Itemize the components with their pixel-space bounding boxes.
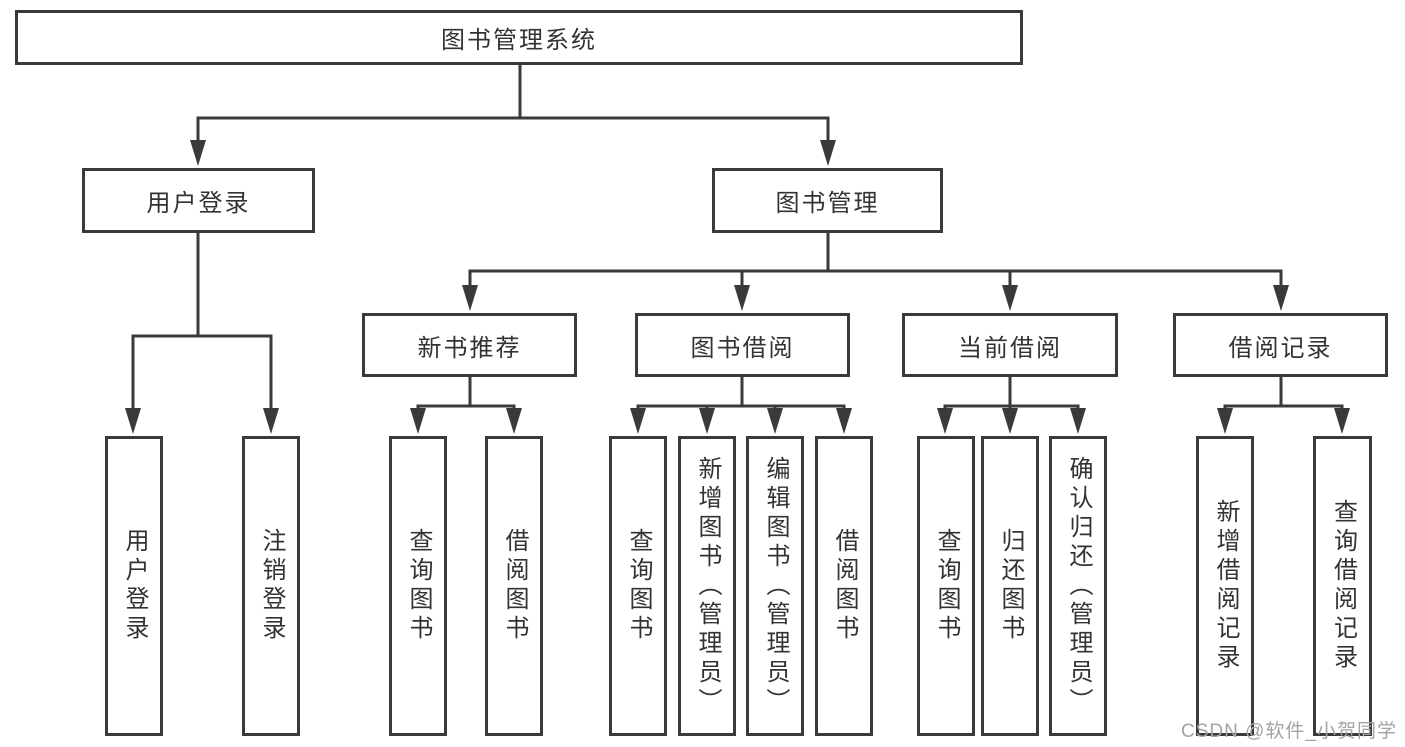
- leaf-query-books-borrow: 查询图书: [609, 436, 667, 736]
- csdn-watermark: CSDN @软件_小贺同学: [1181, 721, 1397, 742]
- leaf-query-books-recommend-label: 查询图书: [405, 528, 432, 644]
- leaf-query-borrow-record: 查询借阅记录: [1313, 436, 1372, 736]
- leaf-query-books-recommend: 查询图书: [389, 436, 447, 736]
- leaf-query-books-current-label: 查询图书: [933, 528, 960, 644]
- leaf-edit-books-admin: 编辑图书（管理员）: [746, 436, 804, 736]
- leaf-confirm-return-admin: 确认归还（管理员）: [1049, 436, 1107, 736]
- leaf-user-login-label: 用户登录: [121, 528, 148, 644]
- leaf-user-login: 用户登录: [105, 436, 163, 736]
- leaf-add-books-admin-label: 新增图书（管理员）: [694, 455, 721, 717]
- arrowheads: [125, 140, 1350, 434]
- leaf-add-books-admin: 新增图书（管理员）: [678, 436, 736, 736]
- leaf-add-borrow-record-label: 新增借阅记录: [1212, 499, 1239, 673]
- node-root-system: 图书管理系统: [15, 10, 1023, 65]
- leaf-query-borrow-record-label: 查询借阅记录: [1329, 499, 1357, 673]
- leaf-borrow-books-recommend-label: 借阅图书: [501, 528, 528, 644]
- leaf-borrow-books-label: 借阅图书: [831, 528, 858, 644]
- node-user-login: 用户登录: [82, 168, 315, 233]
- leaf-query-books-borrow-label: 查询图书: [625, 528, 652, 644]
- leaf-add-borrow-record: 新增借阅记录: [1196, 436, 1254, 736]
- leaf-logout-label: 注销登录: [258, 528, 285, 644]
- leaf-query-books-current: 查询图书: [917, 436, 975, 736]
- leaf-return-books: 归还图书: [981, 436, 1039, 736]
- node-book-management-label: 图书管理: [775, 190, 880, 217]
- leaf-edit-books-admin-label: 编辑图书（管理员）: [762, 455, 789, 717]
- node-book-management: 图书管理: [712, 168, 943, 233]
- leaf-borrow-books-recommend: 借阅图书: [485, 436, 543, 736]
- node-borrow-records-label: 借阅记录: [1228, 334, 1333, 362]
- node-book-borrow: 图书借阅: [635, 313, 850, 377]
- node-current-borrow-label: 当前借阅: [958, 334, 1062, 362]
- node-root-label: 图书管理系统: [441, 27, 597, 54]
- node-user-login-label: 用户登录: [146, 190, 251, 217]
- node-new-book-recommend-label: 新书推荐: [417, 334, 522, 362]
- leaf-borrow-books: 借阅图书: [815, 436, 873, 736]
- leaf-logout: 注销登录: [242, 436, 300, 736]
- node-current-borrow: 当前借阅: [902, 313, 1118, 377]
- leaf-confirm-return-admin-label: 确认归还（管理员）: [1065, 455, 1092, 717]
- node-book-borrow-label: 图书借阅: [690, 334, 795, 362]
- leaf-return-books-label: 归还图书: [997, 528, 1024, 644]
- node-new-book-recommend: 新书推荐: [362, 313, 577, 377]
- node-borrow-records: 借阅记录: [1173, 313, 1388, 377]
